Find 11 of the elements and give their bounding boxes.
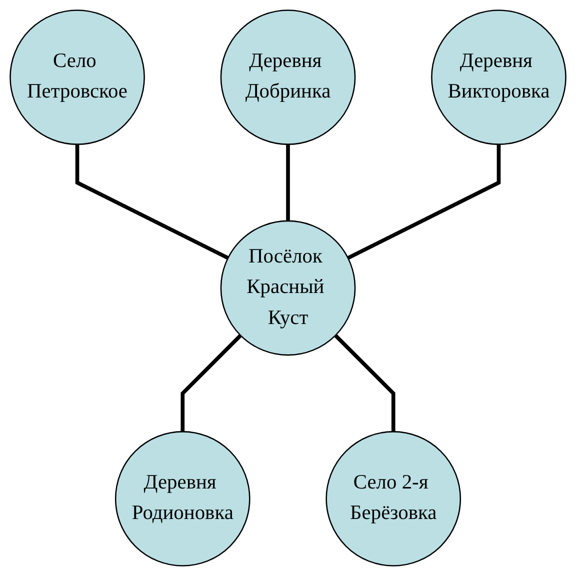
node-circle: Посёлок Красный Куст — [220, 220, 356, 356]
node-circle: Село Петровское — [10, 10, 145, 145]
node-circle: Деревня Добринка — [220, 10, 356, 145]
connector — [347, 144, 501, 260]
node-circle: Село 2-я Берёзовка — [326, 431, 462, 566]
connector — [286, 144, 290, 221]
node-circle: Деревня Родионовка — [114, 431, 250, 566]
connector — [180, 334, 242, 432]
node-circle: Деревня Викторовка — [431, 10, 566, 145]
connector — [75, 144, 229, 260]
connector — [334, 334, 396, 432]
